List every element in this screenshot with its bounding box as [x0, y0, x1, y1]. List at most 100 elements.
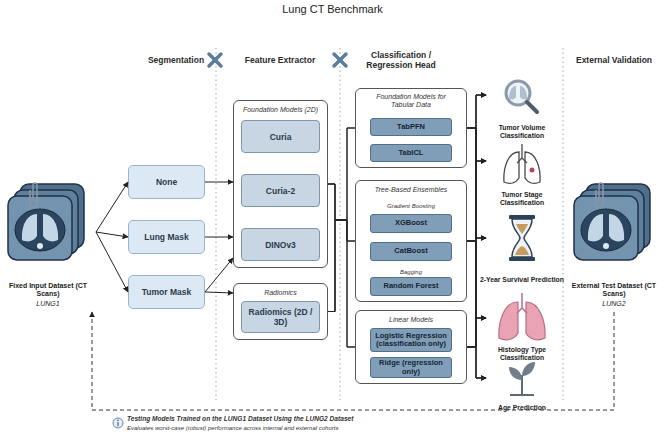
model-box: Random Forest — [370, 277, 452, 296]
group-heading: Tree-Based Ensembles — [358, 186, 464, 194]
segmentation-box: Lung Mask — [128, 220, 205, 254]
column-heading: Feature Extractor — [240, 55, 320, 65]
extractor-box: Radiomics (2D / 3D) — [241, 301, 320, 333]
box-label: Radiomics (2D / 3D) — [245, 307, 316, 327]
node-caption: Histology Type Classification — [480, 346, 564, 362]
group-box: Foundation Models (2D) CuriaCuria-2DINOv3 — [233, 100, 328, 268]
connector — [205, 292, 233, 293]
box-label: Logistic Regression (classification only… — [374, 332, 448, 349]
box-label: XGBoost — [395, 219, 427, 228]
connector — [96, 232, 128, 292]
group-box: Foundation Models for Tabular DataTabPFN… — [355, 88, 467, 168]
box-label: Random Forest — [383, 282, 438, 291]
connector — [328, 220, 355, 312]
box-label: Curia-2 — [266, 186, 295, 196]
node-caption: Tumor Volume Classification — [480, 124, 564, 140]
connector — [205, 258, 233, 292]
connector — [467, 161, 486, 347]
subgroup-heading: Bagging — [358, 269, 464, 276]
group-box: Linear ModelsLogistic Regression (classi… — [355, 310, 467, 384]
box-label: TabPFN — [397, 123, 425, 132]
lungs-outline-icon — [504, 144, 540, 183]
model-box: TabPFN — [370, 118, 452, 136]
group-heading: Radiomics — [236, 289, 325, 297]
cross-symbol — [209, 54, 221, 66]
box-label: CatBoost — [394, 247, 427, 256]
box-label: Ridge (regression only) — [374, 359, 448, 376]
cross-symbol — [334, 54, 346, 66]
dataset-node: Fixed Input Dataset (CT Scans) LUNG1 — [0, 178, 96, 312]
node-caption: Fixed Input Dataset (CT Scans) — [0, 282, 96, 298]
info-icon — [113, 418, 123, 428]
node-caption: External Test Dataset (CT Scans) — [566, 282, 662, 298]
task-node: Tumor Stage Classification — [486, 143, 558, 207]
connector — [467, 318, 486, 347]
connector — [467, 128, 486, 238]
connector — [467, 128, 486, 161]
connector — [328, 128, 355, 220]
group-heading: Linear Models — [358, 316, 464, 324]
connector — [467, 128, 486, 378]
subgroup-heading: Gradient Boosting — [358, 203, 464, 210]
dotted-separator — [340, 48, 341, 400]
node-caption: LUNG1 — [0, 300, 96, 308]
note-text: Testing Models Trained on the LUNG1 Data… — [127, 415, 567, 423]
box-label: DINOv3 — [265, 240, 296, 250]
segmentation-box: None — [128, 165, 205, 199]
model-box: XGBoost — [370, 214, 452, 233]
task-node: Histology Type Classification — [486, 292, 558, 362]
box-label: Curia — [270, 132, 292, 142]
task-node: Tumor Volume Classification — [486, 78, 558, 140]
segmentation-box: Tumor Mask — [128, 275, 205, 309]
extractor-box: DINOv3 — [241, 228, 320, 261]
hourglass-icon — [509, 215, 535, 261]
connector — [328, 128, 355, 312]
connector — [467, 95, 486, 241]
node-caption: 2-Year Survival Prediction — [480, 276, 564, 284]
model-box: TabICL — [370, 144, 452, 162]
connector — [467, 128, 486, 318]
model-box: Logistic Regression (classification only… — [370, 328, 452, 352]
group-heading: Foundation Models (2D) — [236, 106, 325, 114]
box-label: Tumor Mask — [142, 287, 191, 297]
group-heading: Foundation Models for Tabular Data — [375, 93, 447, 109]
connector — [96, 232, 128, 237]
diagram-title: Lung CT Benchmark — [0, 3, 665, 15]
box-label: Lung Mask — [144, 232, 188, 242]
node-caption: LUNG2 — [566, 300, 662, 308]
dotted-separator — [563, 48, 564, 400]
column-heading: Segmentation — [136, 55, 216, 65]
group-box: RadiomicsRadiomics (2D / 3D) — [233, 283, 328, 340]
connector — [328, 184, 355, 347]
note-text: Evaluates worst-case (robust) performanc… — [127, 425, 567, 433]
connector — [467, 238, 486, 241]
dotted-separator — [216, 48, 217, 400]
model-box: Ridge (regression only) — [370, 357, 452, 378]
connector — [328, 220, 355, 347]
connector — [467, 95, 486, 128]
node-caption: Tumor Stage Classification — [480, 191, 564, 207]
connector — [467, 241, 486, 378]
connector — [467, 95, 486, 347]
connector — [96, 182, 128, 232]
task-node: Age Prediction — [486, 362, 558, 412]
extractor-box: Curia-2 — [241, 174, 320, 207]
group-box: Tree-Based EnsemblesGradient BoostingBag… — [355, 180, 467, 302]
connector — [205, 182, 233, 183]
connector — [205, 237, 233, 238]
task-node: 2-Year Survival Prediction — [486, 214, 558, 284]
model-box: CatBoost — [370, 242, 452, 261]
magnifier-icon — [506, 81, 537, 112]
box-label: None — [156, 177, 177, 187]
pink-lungs-icon — [499, 293, 545, 340]
dataset-node: External Test Dataset (CT Scans) LUNG2 — [566, 178, 662, 312]
ct-scan-illustration — [8, 183, 84, 260]
connector — [467, 161, 486, 241]
dashed-connector — [92, 312, 614, 410]
column-separators — [216, 48, 563, 400]
connector — [467, 347, 486, 378]
ct-scan-illustration — [574, 183, 650, 260]
